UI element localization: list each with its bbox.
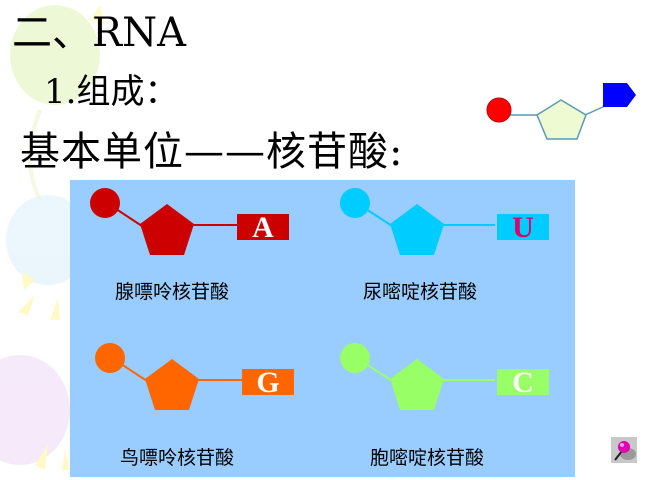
balloon-blue-decoration (6, 195, 90, 320)
balloon-purple-decoration (0, 355, 70, 470)
base-letter: A (252, 211, 274, 244)
nucleotide-panel: A 腺嘌呤核苷酸 U 尿嘧啶核苷酸 G 鸟嘌呤核苷酸 (70, 180, 575, 477)
ribose-pentagon (145, 359, 199, 410)
ribose-pentagon (390, 359, 444, 410)
basic-unit-heading: 基本单位——核苷酸: (20, 129, 404, 175)
ribose-pentagon (390, 204, 444, 255)
legend-bond-2 (584, 105, 606, 116)
nucleotide-name-uracil: 尿嘧啶核苷酸 (363, 281, 478, 303)
nucleotide-name-cytosine: 胞嘧啶核苷酸 (370, 447, 485, 469)
base-box (497, 369, 549, 395)
base-letter: G (256, 366, 279, 399)
nucleotide-cytosine: C (335, 340, 575, 420)
nucleotide-legend-diagram (486, 83, 636, 140)
balloon-green-decoration (10, 5, 105, 201)
slide-subtitle: 1.组成： (44, 72, 179, 112)
phosphate-circle (95, 343, 125, 373)
phosphate-circle (90, 188, 120, 218)
base-letter: U (512, 211, 534, 244)
ribose-pentagon-legend (536, 99, 587, 140)
ribose-pentagon (140, 204, 194, 255)
slide-title: 二、RNA (12, 10, 187, 56)
phosphate-circle (340, 343, 370, 373)
base-box (497, 214, 549, 240)
phosphate-circle-legend (486, 97, 512, 123)
base-shape-legend (603, 83, 636, 107)
phosphate-circle (340, 188, 370, 218)
base-letter: C (512, 366, 534, 399)
base-box (242, 369, 294, 395)
pushpin-button[interactable] (611, 437, 637, 463)
nucleotide-adenine: A (85, 185, 325, 265)
nucleotide-guanine: G (90, 340, 330, 420)
nucleotide-name-guanine: 鸟嘌呤核苷酸 (120, 447, 235, 469)
nucleotide-uracil: U (335, 185, 575, 265)
nucleotide-name-adenine: 腺嘌呤核苷酸 (115, 281, 230, 303)
pushpin-icon (614, 441, 636, 461)
base-box (237, 214, 289, 240)
